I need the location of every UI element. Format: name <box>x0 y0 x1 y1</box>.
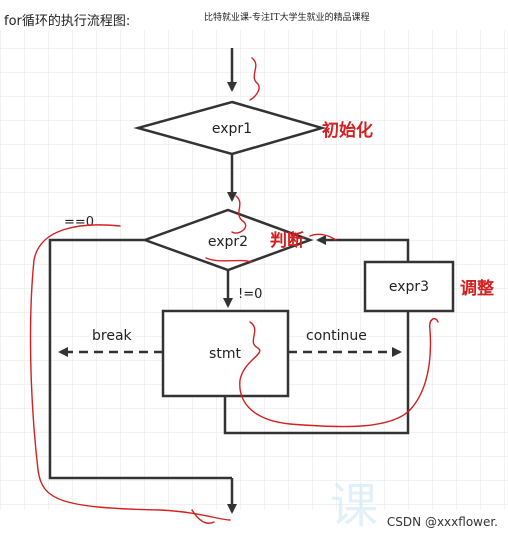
adjust-annotation: 调整 <box>460 278 494 299</box>
csdn-watermark: CSDN @xxxflower. <box>386 515 498 529</box>
continue-label: continue <box>306 328 367 344</box>
trace-expr1 <box>231 195 247 234</box>
trace-stmt-to-expr3 <box>239 318 439 428</box>
trace-entry <box>249 57 260 101</box>
true-branch-label: !=0 <box>238 287 262 302</box>
stmt-node <box>161 309 290 398</box>
stmt-to-expr3-line <box>223 311 410 435</box>
false-branch-line <box>48 238 232 480</box>
expr3-label: expr3 <box>389 279 429 295</box>
stmt-label: stmt <box>209 346 241 362</box>
header-caption: 比特就业课-专注IT大学生就业的精品课程 <box>204 13 370 23</box>
false-branch-label: ==0 <box>64 215 94 230</box>
background-watermark-glyph: 课 <box>330 478 378 534</box>
trace-exit-curl <box>191 509 215 524</box>
expr2-label: expr2 <box>208 234 248 250</box>
trace-false-branch <box>29 224 231 521</box>
expr3-node <box>363 260 455 313</box>
handwritten-trace <box>29 57 439 524</box>
expr3-to-expr2-arrow <box>316 235 410 262</box>
expr1-label: expr1 <box>212 121 252 137</box>
break-label: break <box>92 328 133 344</box>
trace-expr2-underline <box>205 257 253 263</box>
judge-annotation: 判断 <box>270 230 304 251</box>
init-annotation: 初始化 <box>322 120 373 141</box>
trace-expr3-to-expr2 <box>309 233 337 241</box>
page-title: for循环的执行流程图: <box>4 14 131 29</box>
